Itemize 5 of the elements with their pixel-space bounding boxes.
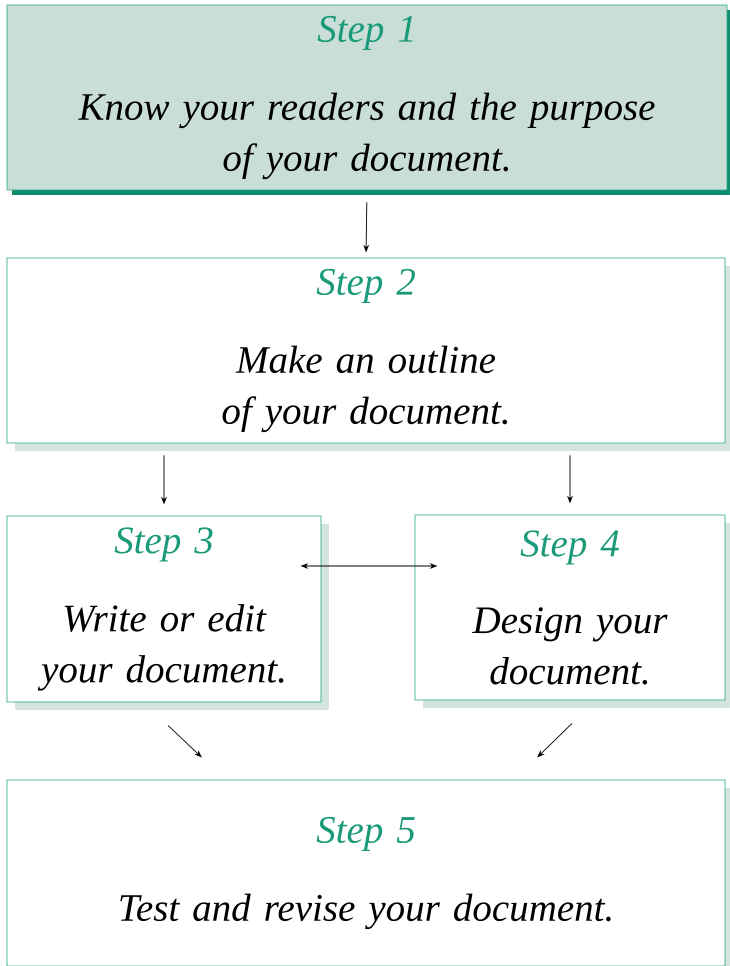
step-box: Step 1 Know your readers and the purpose of your document. [6, 4, 730, 195]
step-box: Step 3 Write or edit your document. [6, 516, 329, 710]
step-box: Step 4 Design your document. [414, 514, 730, 708]
step-box: Step 2 Make an outline of your document. [6, 258, 730, 451]
step-box: Step 5 Test and revise your document. [6, 780, 730, 966]
